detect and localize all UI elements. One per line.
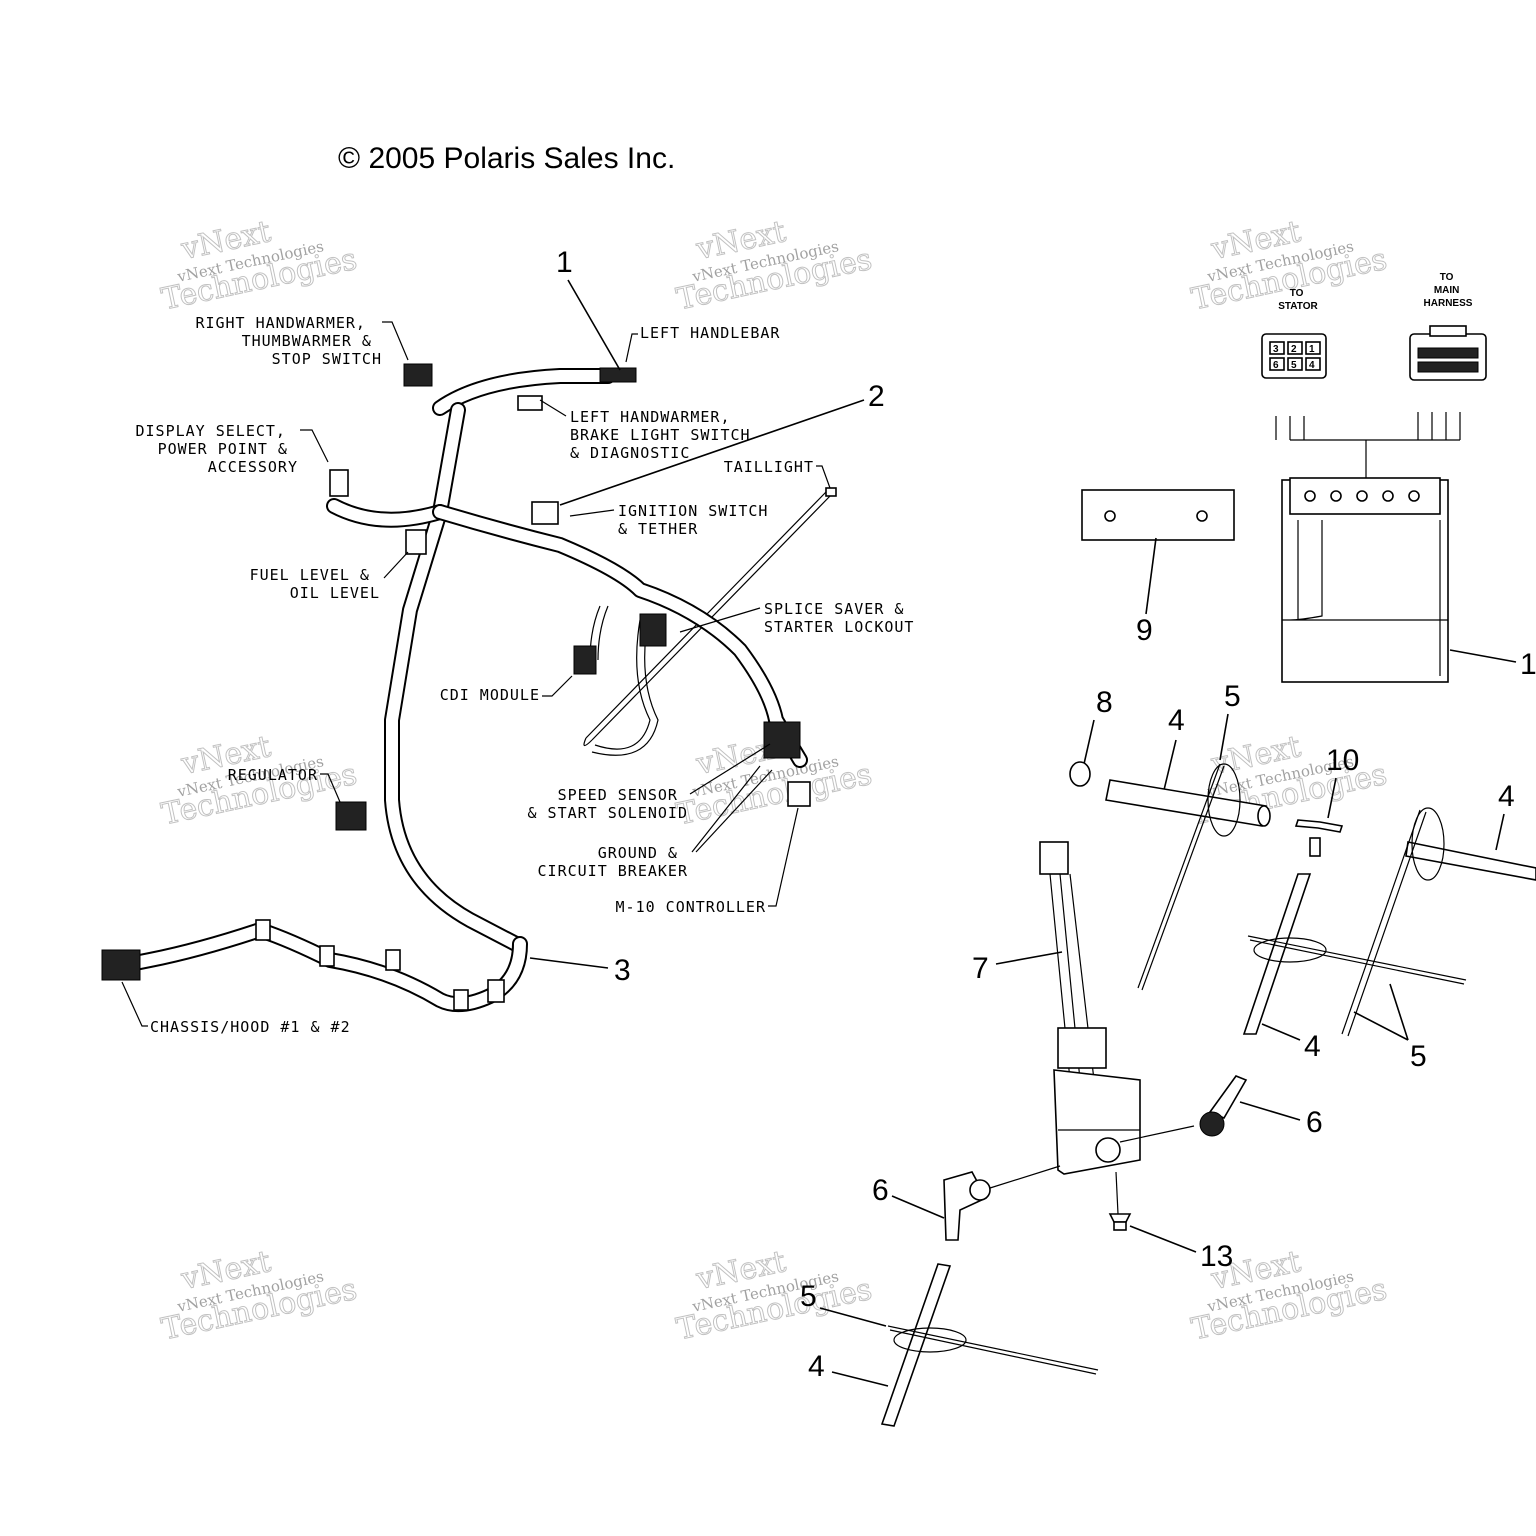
speed-sensor-connector — [763, 721, 801, 759]
harness-labels: 1 2 3 RIGHT HANDWARMER, THUMBWARMER & ST… — [121, 246, 914, 1036]
callout-1: 1 — [556, 246, 573, 279]
watermark: vNext vNext Technologies Technologies — [673, 1244, 875, 1348]
label-speed-sensor: SPEED SENSOR & START SOLENOID — [528, 786, 689, 822]
label-splice-saver: SPLICE SAVER & STARTER LOCKOUT — [764, 600, 914, 636]
chassis-connector — [101, 949, 141, 981]
sensor-wire — [1294, 819, 1344, 833]
main-harness — [101, 363, 837, 1013]
label-taillight: TAILLIGHT — [724, 458, 814, 476]
svg-text:3: 3 — [1273, 344, 1279, 355]
watermark: vNext vNext Technologies Technologies — [1188, 214, 1390, 318]
label-to-stator: TO STATOR — [1278, 288, 1318, 312]
label-right-handwarmer: RIGHT HANDWARMER, THUMBWARMER & STOP SWI… — [195, 314, 382, 368]
callout-4b: 4 — [1498, 780, 1515, 813]
fuel-level-connector — [405, 529, 427, 555]
label-cdi-module: CDI MODULE — [440, 686, 540, 704]
stator-connector — [1261, 333, 1327, 379]
label-to-main-harness: TO MAIN HARNESS — [1424, 272, 1473, 309]
cdi-connector — [573, 645, 597, 675]
svg-text:2: 2 — [1291, 344, 1297, 355]
label-left-handwarmer: LEFT HANDWARMER, BRAKE LIGHT SWITCH & DI… — [570, 408, 761, 462]
fitting — [1208, 1075, 1248, 1120]
callout-5a: 5 — [1224, 680, 1241, 713]
label-fuel-level: FUEL LEVEL & OIL LEVEL — [250, 566, 380, 602]
svg-text:6: 6 — [1273, 360, 1279, 371]
connector-detail: TO STATOR 3 2 1 6 5 4 TO MAIN HARNESS — [1081, 272, 1536, 683]
callout-11: 1 — [1520, 648, 1536, 681]
grommet — [1069, 761, 1091, 787]
controller-module — [1281, 477, 1449, 683]
taillight-plug — [825, 487, 837, 497]
callout-2: 2 — [868, 380, 885, 413]
label-left-handlebar: LEFT HANDLEBAR — [640, 324, 780, 342]
callout-7: 7 — [972, 952, 989, 985]
callout-4c: 4 — [1304, 1030, 1321, 1063]
callout-3: 3 — [614, 954, 631, 987]
copyright-text: © 2005 Polaris Sales Inc. — [338, 142, 675, 175]
callout-4d: 4 — [808, 1350, 825, 1383]
splice-saver-connector — [639, 613, 667, 647]
tube — [1242, 873, 1312, 1035]
watermark: vNext vNext Technologies Technologies — [673, 214, 875, 318]
label-m10-controller: M-10 CONTROLLER — [616, 898, 766, 916]
m10-connector — [787, 781, 811, 807]
left-handwarmer-connector — [517, 395, 543, 411]
tube — [880, 1263, 952, 1427]
callout-4a: 4 — [1168, 704, 1185, 737]
callout-6b: 6 — [872, 1174, 889, 1207]
callout-13: 13 — [1200, 1240, 1233, 1273]
watermark: vNext vNext Technologies Technologies — [158, 214, 360, 318]
ignition-connector — [531, 501, 559, 525]
callout-8: 8 — [1096, 686, 1113, 719]
display-select-connector — [329, 469, 349, 497]
svg-text:1: 1 — [1309, 344, 1315, 355]
callout-5b: 5 — [1410, 1040, 1427, 1073]
label-display-select: DISPLAY SELECT, POWER POINT & ACCESSORY — [136, 422, 299, 476]
callout-10: 10 — [1326, 744, 1359, 777]
stator-pins: 3 2 1 6 5 4 — [1269, 341, 1321, 371]
right-handwarmer-connector — [403, 363, 433, 387]
label-ignition: IGNITION SWITCH & TETHER — [618, 502, 779, 538]
left-handlebar-connector — [599, 367, 637, 383]
hardware-parts: 8 4 5 10 4 4 5 — [800, 680, 1536, 1427]
callout-9: 9 — [1136, 614, 1153, 647]
svg-text:4: 4 — [1309, 360, 1315, 371]
mounting-plate — [1081, 489, 1235, 541]
regulator-connector — [335, 801, 367, 831]
level-sensor — [1039, 841, 1141, 1175]
tube — [1405, 841, 1536, 881]
svg-text:5: 5 — [1291, 360, 1297, 371]
label-regulator: REGULATOR — [228, 766, 318, 784]
wire-fan — [1275, 412, 1461, 480]
label-chassis: CHASSIS/HOOD #1 & #2 — [150, 1018, 351, 1036]
callout-5c: 5 — [800, 1280, 817, 1313]
watermark: vNext vNext Technologies Technologies — [158, 1244, 360, 1348]
callout-6a: 6 — [1306, 1106, 1323, 1139]
label-ground: GROUND & CIRCUIT BREAKER — [538, 844, 688, 880]
